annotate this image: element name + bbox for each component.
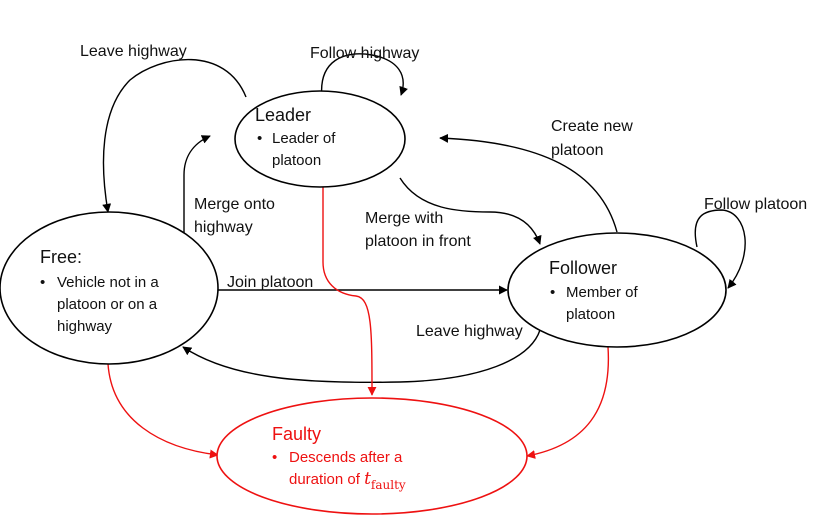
leader-title: Leader [255, 105, 311, 125]
edge-follower-self [694, 209, 746, 289]
free-desc-line3: highway [57, 318, 113, 335]
label-join-platoon: Join platoon [227, 274, 313, 291]
leader-desc-line2: platoon [272, 152, 321, 169]
state-follower [507, 232, 727, 348]
edge-leader-to-free [102, 58, 247, 213]
edge-leader-to-follower [399, 177, 542, 245]
free-desc-line2: platoon or on a [57, 296, 158, 313]
label-merge-with-line1: Merge with [365, 210, 443, 227]
free-title: Free: [40, 247, 82, 267]
faulty-bullet: • [272, 449, 277, 466]
label-leave-highway-top: Leave highway [80, 43, 187, 60]
state-faulty [216, 397, 528, 515]
follower-desc-line2: platoon [566, 306, 615, 323]
label-merge-onto-line1: Merge onto [194, 196, 275, 213]
faulty-time-subscript: faulty [371, 478, 406, 492]
edge-follower-to-faulty [526, 346, 610, 459]
state-leader [234, 90, 406, 188]
label-follow-platoon: Follow platoon [704, 196, 807, 213]
label-leave-highway-bottom: Leave highway [416, 323, 523, 340]
faulty-time-variable: t [364, 469, 371, 489]
label-merge-onto-line2: highway [194, 219, 253, 236]
label-merge-with-line2: platoon in front [365, 233, 471, 250]
leader-bullet: • [257, 130, 262, 147]
edge-follower-to-leader [439, 133, 618, 233]
label-create-new-line2: platoon [551, 142, 604, 159]
free-bullet: • [40, 274, 45, 291]
edge-leader-to-faulty [322, 186, 377, 396]
label-follow-highway: Follow highway [310, 45, 419, 62]
state-free [0, 211, 219, 365]
faulty-desc-line2: duration of tfaulty [289, 469, 406, 492]
edge-free-to-faulty [107, 363, 219, 459]
faulty-title: Faulty [272, 424, 321, 444]
follower-desc-line1: Member of [566, 284, 639, 301]
faulty-desc-line1: Descends after a [289, 449, 403, 466]
edge-leader-self [320, 53, 408, 99]
label-create-new-line1: Create new [551, 118, 633, 135]
edge-follower-to-free [182, 329, 541, 384]
follower-title: Follower [549, 258, 617, 278]
faulty-duration-text: duration of [289, 471, 364, 488]
edge-free-to-leader [183, 135, 211, 237]
leader-desc-line1: Leader of [272, 130, 336, 147]
follower-bullet: • [550, 284, 555, 301]
free-desc-line1: Vehicle not in a [57, 274, 159, 291]
